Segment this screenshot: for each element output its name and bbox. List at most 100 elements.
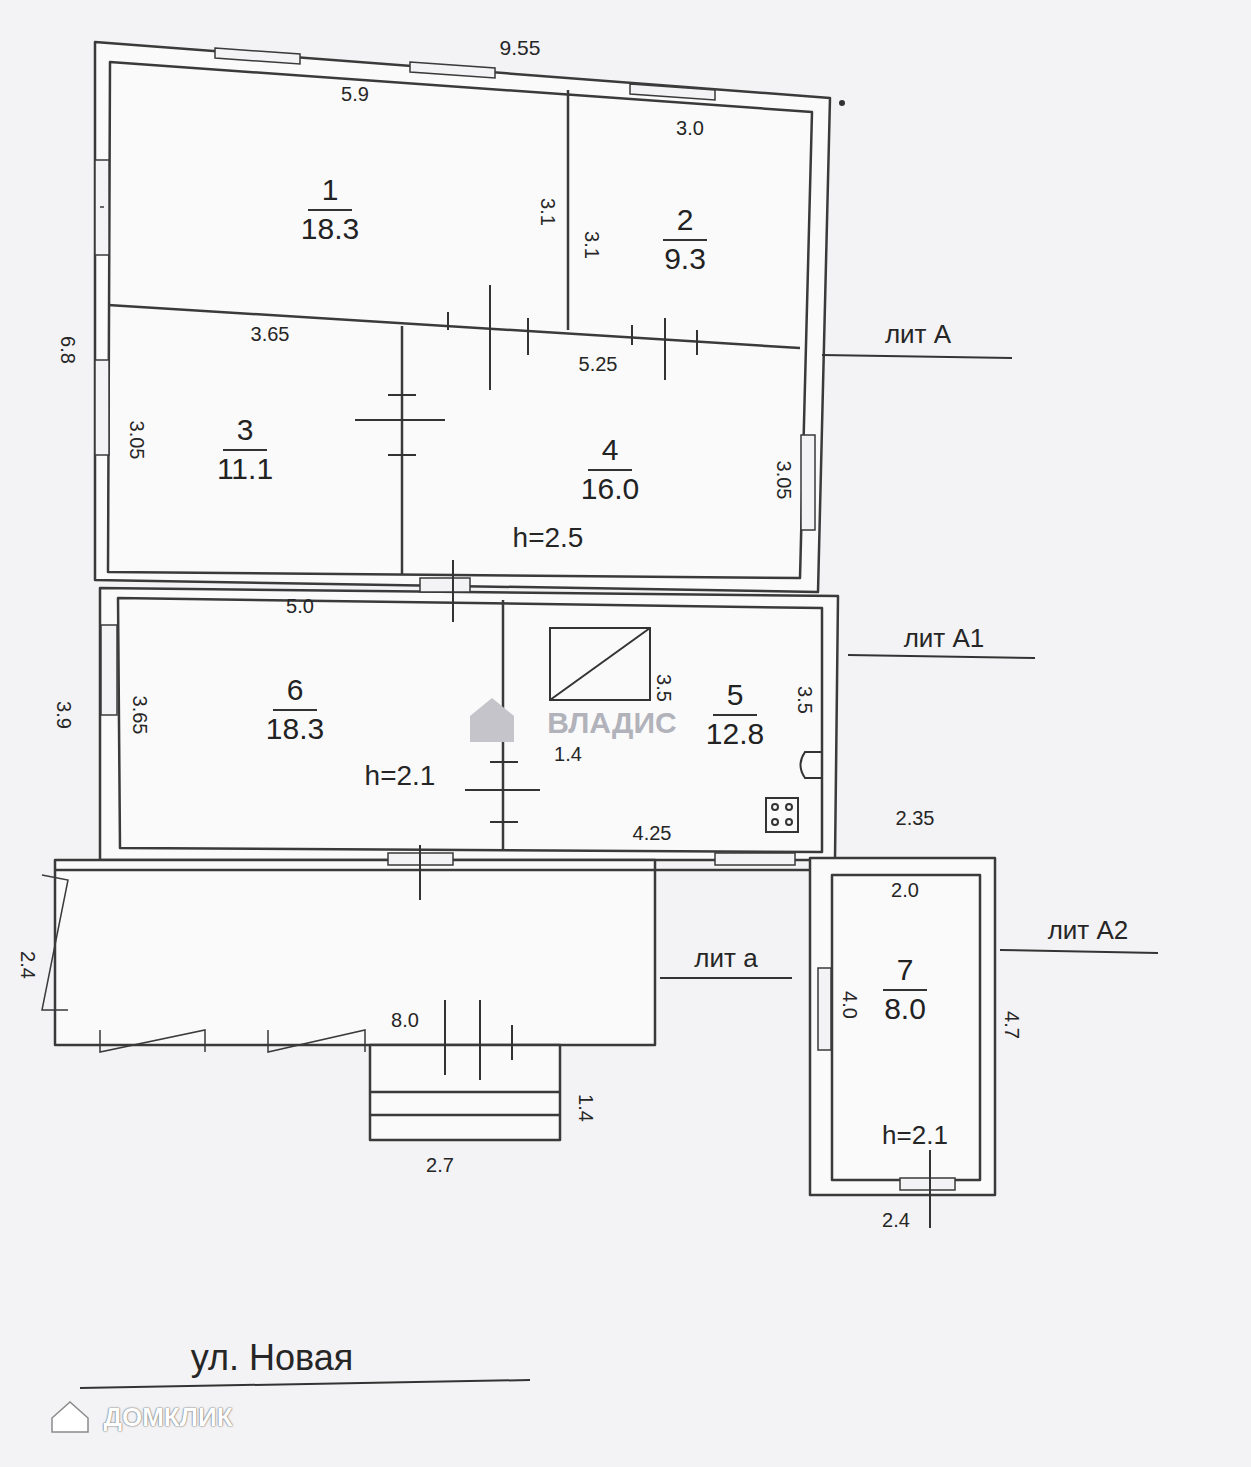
room-number: 2	[663, 203, 707, 241]
room-number: 3	[223, 413, 267, 451]
dimension: 3.5	[794, 686, 816, 714]
door-mark	[419, 845, 421, 900]
room-area: 8.0	[884, 991, 926, 1027]
dimension: 3.1	[581, 231, 603, 259]
outer-wall	[100, 588, 838, 860]
street-line	[80, 1380, 530, 1388]
literal-label: лит А1	[904, 624, 985, 653]
dimension: 4.7	[1001, 1011, 1023, 1039]
dimension: 3.5	[653, 674, 675, 702]
height-note: h=2.1	[365, 761, 436, 792]
steps	[370, 1045, 560, 1140]
dimension: 8.0	[391, 1009, 419, 1031]
door-mark	[664, 318, 666, 380]
dimension: 5.0	[286, 595, 314, 617]
window	[95, 160, 109, 255]
dimension: 3.05	[126, 421, 148, 460]
dot	[839, 100, 845, 106]
stove	[550, 628, 650, 700]
window	[818, 968, 831, 1050]
inner-wall	[832, 875, 980, 1180]
room-number: 7	[883, 953, 927, 991]
partition	[567, 90, 570, 330]
room-area: 18.3	[301, 211, 359, 247]
room-area: 18.3	[266, 711, 324, 747]
leader-line	[1000, 950, 1158, 953]
dimension: 5.25	[579, 353, 618, 375]
room-number: 4	[588, 433, 632, 471]
literal-label: лит А2	[1048, 916, 1129, 945]
sink	[801, 752, 823, 778]
window	[715, 853, 795, 865]
literal-label: лит А	[885, 320, 951, 349]
dimension: 2.4	[17, 951, 39, 979]
window	[801, 435, 815, 530]
window	[410, 62, 495, 78]
height-note: h=2.5	[513, 523, 584, 554]
door-mark	[355, 419, 445, 421]
dimension: 2.7	[426, 1154, 454, 1176]
dimension: 3.0	[676, 117, 704, 139]
room-label: 512.8	[660, 630, 810, 800]
dimension: 3.65	[129, 696, 151, 735]
dimension: 4.25	[633, 822, 672, 844]
dimension: 4.0	[839, 991, 861, 1019]
veranda-window	[268, 1030, 365, 1052]
watermark: ДОМКЛИК	[103, 1403, 232, 1432]
outer-wall	[810, 858, 995, 1195]
room-label: 118.3	[130, 120, 530, 300]
partition	[401, 326, 404, 575]
dimension: 5.9	[341, 83, 369, 105]
veranda-window	[42, 875, 68, 1010]
leader-line	[660, 977, 792, 979]
watermark-logo	[52, 1402, 88, 1432]
window	[215, 48, 300, 64]
cooker	[766, 798, 798, 832]
room-area: 12.8	[706, 716, 764, 752]
step-line	[370, 1091, 560, 1094]
step-line	[370, 1114, 560, 1117]
room-label: 29.3	[585, 140, 785, 340]
door-mark	[452, 560, 454, 622]
room-area: 11.1	[217, 451, 273, 487]
room-number: 6	[273, 673, 317, 711]
door-mark	[444, 1000, 446, 1075]
veranda-wall	[55, 869, 810, 872]
room-number: 5	[713, 678, 757, 716]
window	[101, 625, 117, 715]
leader-line	[848, 655, 1035, 658]
inner-wall	[118, 598, 822, 852]
outer-wall	[95, 42, 830, 592]
dimension: 1.4	[554, 743, 582, 765]
room-label: 311.1	[125, 340, 365, 560]
room-area: 16.0	[581, 471, 639, 507]
inner-wall	[108, 62, 812, 578]
dimension: 2.35	[896, 807, 935, 829]
street-name: ул. Новая	[191, 1338, 353, 1378]
literal-label: лит а	[694, 944, 757, 973]
dimension: 3.05	[773, 461, 795, 500]
window	[630, 84, 715, 100]
watermark: ВЛАДИС	[547, 706, 676, 739]
dimension: 6.8	[57, 336, 79, 364]
room-number: 1	[308, 173, 352, 211]
veranda-wall	[55, 860, 655, 1045]
dimension: 9.55	[500, 36, 541, 59]
dimension: 3.1	[537, 198, 559, 226]
height-note: h=2.1	[882, 1121, 948, 1150]
dimension: 2.4	[882, 1209, 910, 1231]
door-opening	[420, 578, 470, 592]
room-area: 9.3	[664, 241, 706, 277]
dimension: 1.4	[575, 1094, 597, 1122]
veranda-window	[100, 1030, 205, 1052]
door-mark	[465, 789, 540, 791]
dimension: 3.65	[251, 323, 290, 345]
room-label: 416.0	[430, 380, 790, 560]
dimension: 2.0	[891, 879, 919, 901]
door-opening	[900, 1178, 955, 1190]
leader-line	[822, 355, 1012, 358]
door-mark	[489, 285, 491, 390]
watermark-logo	[470, 698, 514, 742]
dimension: 3.9	[53, 701, 75, 729]
room-label: 78.0	[845, 900, 965, 1080]
